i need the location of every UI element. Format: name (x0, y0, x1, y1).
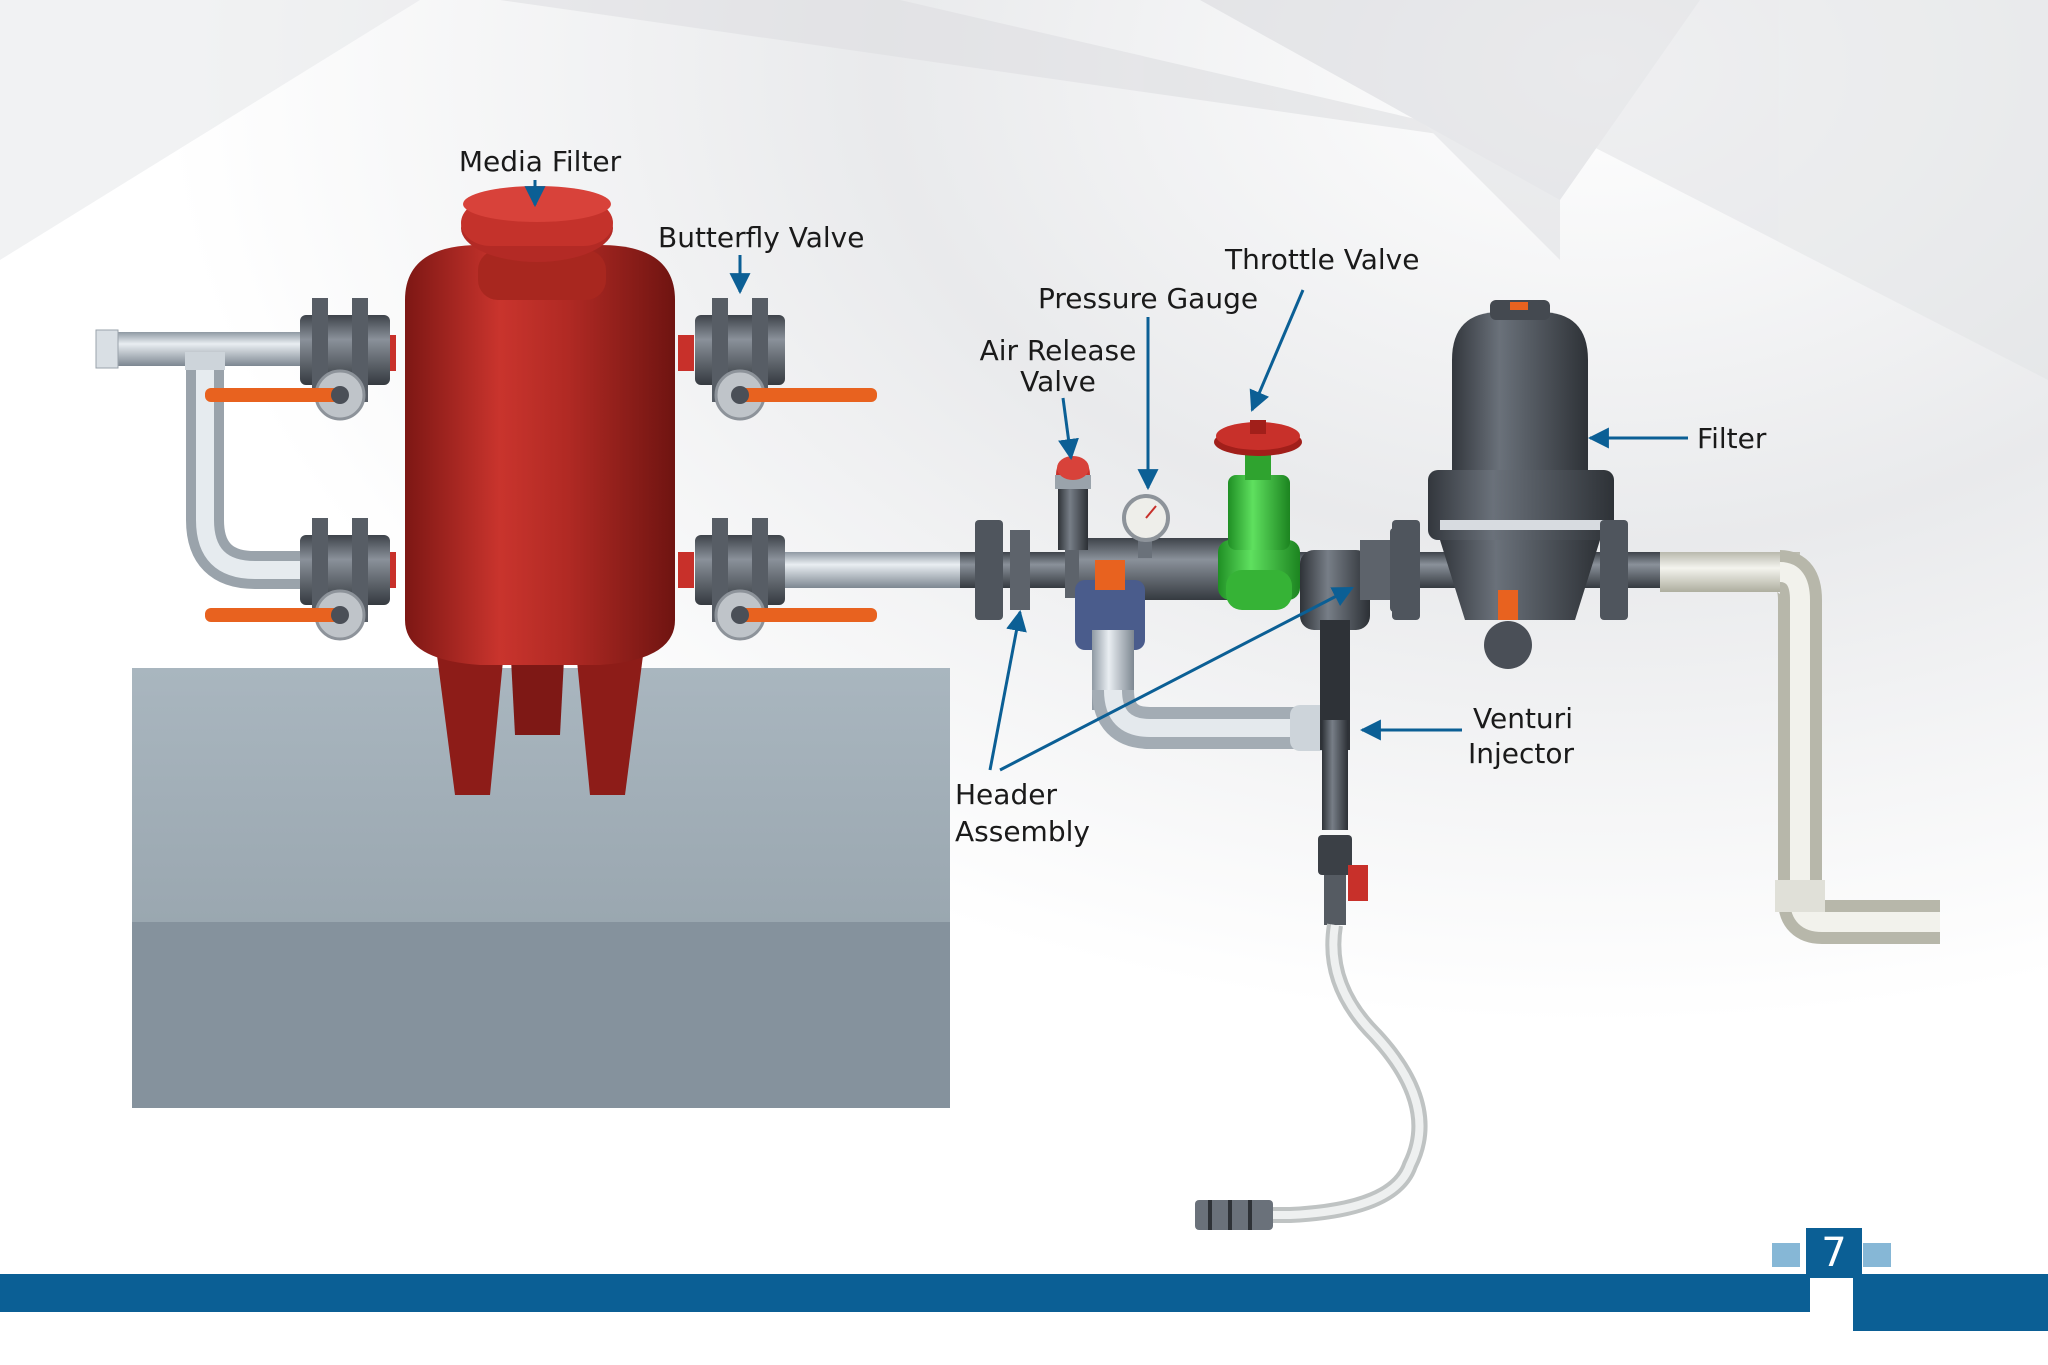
throttle-valve (1214, 420, 1302, 610)
bypass-pipe (95, 329, 310, 589)
venturi-injector (1318, 720, 1368, 925)
label-header-line2: Assembly (955, 815, 1090, 848)
outlet-pipe (1660, 550, 1940, 944)
disc-filter (1392, 300, 1668, 669)
label-air-release-line1: Air Release (979, 334, 1137, 367)
air-release-valve (1055, 456, 1091, 550)
label-throttle-valve: Throttle Valve (1225, 243, 1420, 276)
concrete-base-block (132, 668, 950, 1108)
page-number: 7 (1806, 1228, 1862, 1278)
pressure-gauge (1122, 494, 1170, 558)
butterfly-valve-bottom-left (205, 518, 390, 641)
label-air-release-line2: Valve (1020, 365, 1096, 398)
butterfly-valve-bottom-right (695, 518, 877, 641)
label-header-line1: Header (955, 778, 1057, 811)
suction-strainer (1195, 1200, 1273, 1230)
label-pressure-gauge: Pressure Gauge (1038, 282, 1259, 315)
callout-arrows (524, 180, 1688, 772)
label-filter: Filter (1697, 422, 1767, 455)
label-venturi-line1: Venturi (1473, 702, 1573, 735)
butterfly-valve-top-left (205, 298, 390, 421)
footer-band (0, 1243, 2048, 1331)
label-butterfly-valve: Butterfly Valve (658, 221, 865, 254)
media-filter-tank (380, 186, 694, 795)
label-venturi-line2: Injector (1468, 737, 1575, 770)
background-light-rays (0, 0, 2048, 380)
butterfly-valve-top-right (695, 298, 877, 421)
label-media-filter: Media Filter (458, 145, 622, 178)
suction-hose (1270, 923, 1428, 1223)
